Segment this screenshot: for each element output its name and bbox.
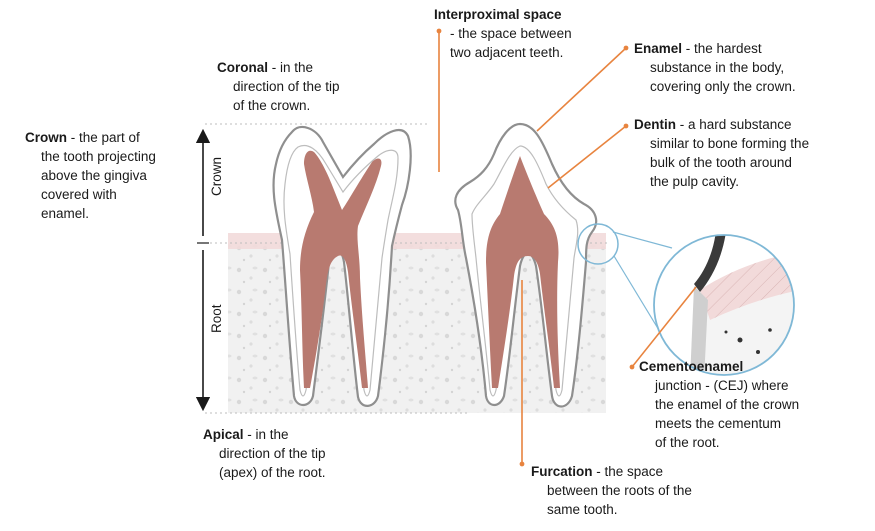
- dentin-first-rest: - a hard substance: [676, 117, 792, 132]
- crown-line-2: above the gingiva: [41, 168, 147, 183]
- interproximal-line-1: - the space between: [450, 26, 572, 41]
- dentin-leader: [547, 125, 627, 189]
- coronal-line-1: direction of the tip: [233, 79, 340, 94]
- leader-lines: [436, 28, 697, 467]
- cej-line-1: junction - (CEJ) where: [655, 378, 789, 393]
- coronal-term: Coronal: [217, 60, 269, 75]
- left-molar-pulp: [300, 150, 382, 388]
- coronal-first-rest: - in the: [268, 60, 314, 75]
- coronal-line-2: of the crown.: [233, 98, 311, 113]
- enamel-first-rest: - the hardest: [682, 41, 762, 56]
- apical-first-rest: - in the: [243, 427, 289, 442]
- furcation-first-rest: - the space: [592, 464, 664, 479]
- magnifier-ring: [653, 234, 795, 376]
- crown-label: Crown - the part of the tooth projecting…: [25, 128, 156, 223]
- furcation-leader-dot: [519, 461, 525, 467]
- enamel-leader: [536, 47, 627, 132]
- zoom-gingiva-hatch: [700, 252, 794, 320]
- cej-line-2: the enamel of the crown: [655, 397, 800, 412]
- enamel-line-2: covering only the crown.: [650, 79, 796, 94]
- left-molar: [272, 125, 412, 407]
- crown-axis-label: Crown: [209, 157, 224, 196]
- apical-term: Apical: [203, 427, 244, 442]
- coronal-label: Coronal - in the direction of the tip of…: [217, 58, 340, 115]
- zoom-particle: [768, 328, 772, 332]
- cej-line-3: meets the cementum: [655, 416, 782, 431]
- crown-line-1: the tooth projecting: [41, 149, 156, 164]
- dentin-line-3: the pulp cavity.: [650, 174, 740, 189]
- cej-magnifier: [577, 223, 795, 376]
- crown-line-4: enamel.: [41, 206, 90, 221]
- crown-line-3: covered with: [41, 187, 117, 202]
- zoom-particle: [724, 330, 728, 334]
- right-molar-dentin-line: [471, 145, 579, 397]
- crown-first-rest: - the part of: [67, 130, 140, 145]
- cej-label: Cementoenamel junction - (CEJ) where the…: [639, 357, 799, 452]
- crown-term: Crown: [25, 130, 67, 145]
- dentin-label: Dentin - a hard substance similar to bon…: [634, 115, 809, 191]
- interproximal-label: Interproximal space - the space between …: [434, 5, 572, 62]
- apical-line-1: direction of the tip: [219, 446, 326, 461]
- cej-line-4: of the root.: [655, 435, 720, 450]
- dentin-line-2: bulk of the tooth around: [650, 155, 792, 170]
- enamel-term: Enamel: [634, 41, 683, 56]
- right-molar-pulp: [486, 156, 560, 388]
- interproximal-term: Interproximal space: [434, 7, 562, 22]
- magnifier-connector-top: [612, 231, 673, 249]
- zoom-particle: [737, 337, 743, 343]
- dentin-line-1: similar to bone forming the: [650, 136, 810, 151]
- enamel-leader-dot: [623, 45, 629, 51]
- root-axis-label: Root: [209, 304, 224, 333]
- furcation-line-2: same tooth.: [547, 502, 618, 517]
- cej-leader: [631, 286, 697, 368]
- furcation-label: Furcation - the space between the roots …: [531, 462, 692, 519]
- dentin-leader-dot: [623, 123, 629, 129]
- cej-term: Cementoenamel: [639, 359, 744, 374]
- magnifier-source-ring: [577, 223, 619, 265]
- right-molar: [454, 122, 598, 408]
- zoom-particle: [756, 350, 760, 354]
- interproximal-leader-dot: [436, 28, 442, 34]
- enamel-label: Enamel - the hardest substance in the bo…: [634, 39, 796, 96]
- zoom-enamel: [694, 235, 726, 292]
- apical-label: Apical - in the direction of the tip (ap…: [203, 425, 326, 482]
- furcation-line-1: between the roots of the: [547, 483, 692, 498]
- dentin-term: Dentin: [634, 117, 676, 132]
- furcation-term: Furcation: [531, 464, 593, 479]
- apical-line-2: (apex) of the root.: [219, 465, 326, 480]
- zoom-root-surface: [690, 286, 708, 375]
- enamel-line-1: substance in the body,: [650, 60, 785, 75]
- interproximal-line-2: two adjacent teeth.: [450, 45, 564, 60]
- cej-leader-dot: [629, 364, 635, 370]
